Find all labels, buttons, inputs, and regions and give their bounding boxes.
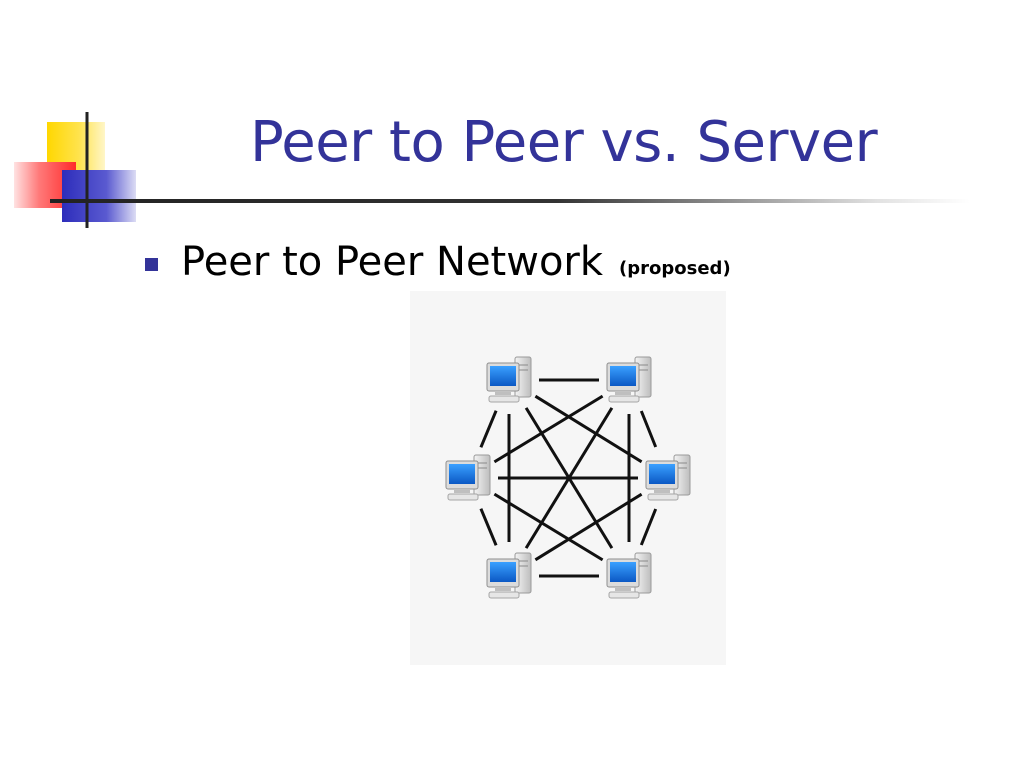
mesh-network-svg	[445, 356, 691, 599]
computer-icon	[445, 454, 491, 501]
blue-square	[62, 170, 136, 222]
network-link	[534, 492, 643, 562]
computer-icon	[645, 454, 691, 501]
network-link	[493, 492, 604, 562]
computer-icon	[606, 356, 652, 403]
network-link	[493, 394, 604, 464]
title-underline	[50, 199, 970, 203]
square-bullet-icon	[145, 257, 158, 271]
bullet-item: Peer to Peer Network (proposed)	[145, 236, 731, 288]
computer-icon	[486, 552, 532, 599]
corner-decoration	[14, 112, 136, 228]
peer-to-peer-diagram	[410, 291, 726, 665]
network-link	[534, 394, 643, 464]
bullet-note: (proposed)	[619, 257, 731, 279]
network-link	[479, 410, 498, 448]
computer-icon	[486, 356, 532, 403]
mesh-links	[479, 378, 658, 578]
network-link	[639, 508, 658, 546]
network-link	[479, 508, 498, 546]
computer-icon	[606, 552, 652, 599]
slide-title: Peer to Peer vs. Server	[250, 110, 878, 175]
network-link	[639, 410, 658, 448]
bullet-text: Peer to Peer Network	[181, 239, 604, 285]
